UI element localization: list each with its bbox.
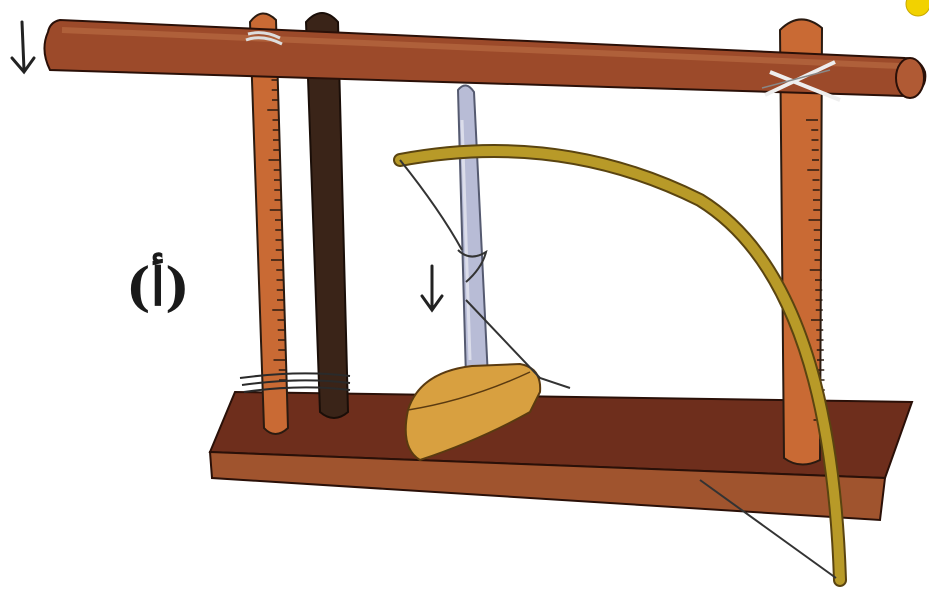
yellow-block <box>404 362 542 462</box>
curved-arc <box>393 144 847 587</box>
down-arrow-icon <box>10 20 36 75</box>
post-base-twine <box>239 372 351 393</box>
vertical-rod <box>456 84 490 384</box>
left-post-scale-marks <box>266 59 286 381</box>
beam-right-twine <box>761 60 841 102</box>
dark-post <box>304 12 350 419</box>
base-board <box>208 390 914 522</box>
beam-left-twine <box>245 31 283 46</box>
string <box>399 159 837 579</box>
down-arrow-icon <box>420 264 444 313</box>
figure-label: (أ) <box>126 252 190 318</box>
yellow-dot <box>905 0 929 17</box>
left-scale-post <box>248 12 290 435</box>
